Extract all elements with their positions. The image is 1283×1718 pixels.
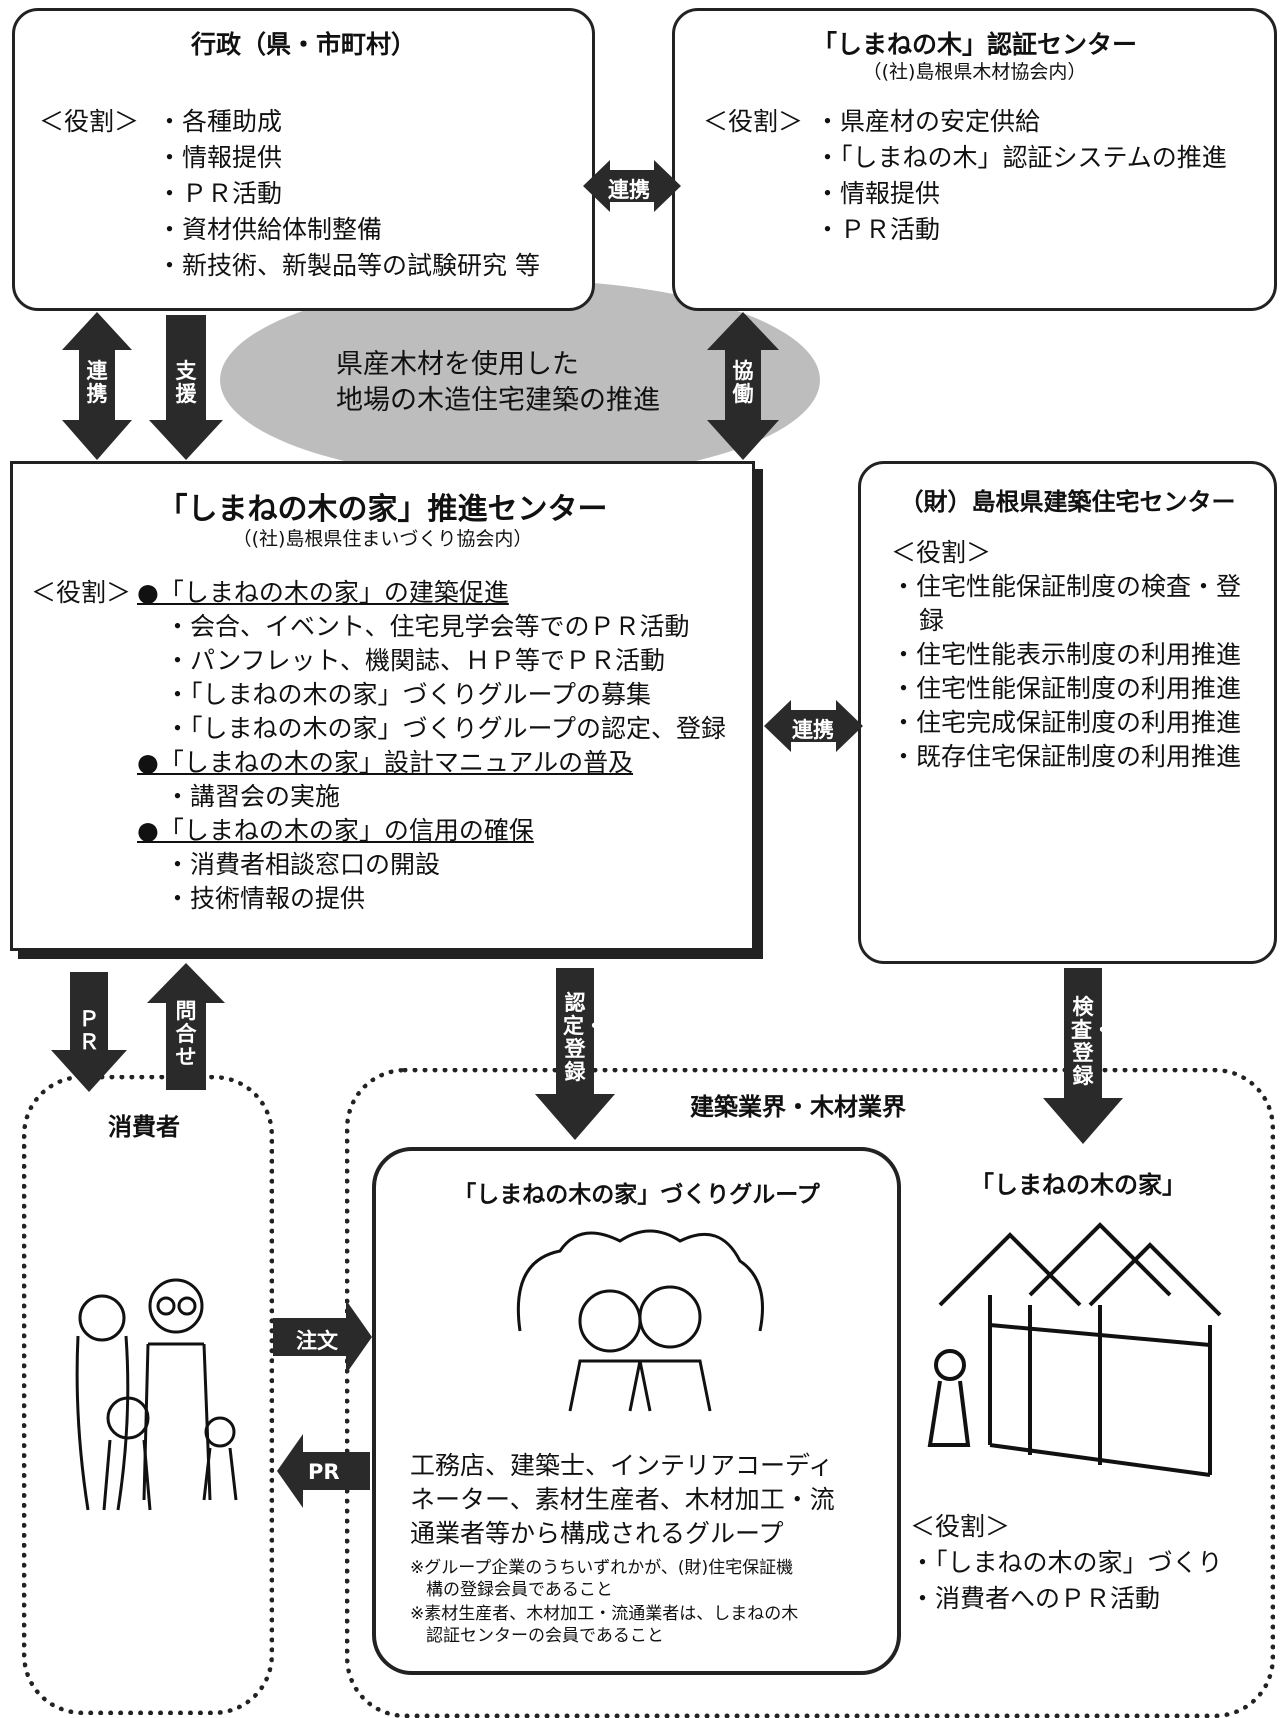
group-note: ※素材生産者、木材加工・流通業者は、しまねの木 bbox=[410, 1604, 799, 1624]
promotion-item: ・「しまねの木の家」づくりグループの募集 bbox=[165, 680, 652, 709]
house-role-label: ＜役割＞ bbox=[910, 1512, 1011, 1541]
industry-title: 建築業界・木材業界 bbox=[690, 1093, 906, 1121]
promotion-item: ・消費者相談窓口の開設 bbox=[165, 850, 441, 879]
house-item: ・「しまねの木の家」づくり bbox=[910, 1548, 1223, 1577]
family-illustration bbox=[75, 1278, 238, 1511]
housing-item: ・住宅性能保証制度の利用推進 bbox=[891, 674, 1242, 703]
renkei-top-arrow bbox=[583, 160, 681, 212]
certification-item: ・「しまねの木」認証システムの推進 bbox=[815, 143, 1227, 172]
shien-label: 支援 bbox=[175, 359, 197, 406]
government-item: ・各種助成 bbox=[157, 107, 283, 136]
renkei-mid-arrow bbox=[764, 700, 863, 752]
renkei-left-arrow bbox=[62, 312, 132, 460]
workers-illustration bbox=[516, 1229, 764, 1412]
promotion-section-heading: ●「しまねの木の家」設計マニュアルの普及 bbox=[137, 748, 634, 777]
group-description: ネーター、素材生産者、木材加工・流 bbox=[410, 1485, 835, 1514]
promotion-item: ・講習会の実施 bbox=[165, 782, 341, 811]
housing-item: ・住宅性能表示制度の利用推進 bbox=[891, 640, 1242, 669]
housing-center-box: （財）島根県建築住宅センター ＜役割＞ ・住宅性能保証制度の検査・登 録 ・住宅… bbox=[858, 461, 1277, 964]
order-label: 注文 bbox=[296, 1329, 338, 1353]
government-title: 行政（県・市町村） bbox=[190, 30, 416, 59]
house-item: ・消費者へのＰＲ活動 bbox=[910, 1584, 1161, 1613]
pr-down-arrow bbox=[51, 972, 127, 1092]
promotion-item: ・「しまねの木の家」づくりグループの認定、登録 bbox=[165, 714, 727, 743]
group-title: 「しまねの木の家」づくりグループ bbox=[453, 1182, 820, 1208]
pr-down-label: ＰＲ bbox=[78, 1007, 100, 1054]
certification-center-subtitle: （(社)島根県木材協会内） bbox=[862, 61, 1087, 83]
group-description: 通業者等から構成されるグループ bbox=[410, 1519, 784, 1548]
promotion-item: ・パンフレット、機関誌、ＨＰ等でＰＲ活動 bbox=[165, 646, 666, 675]
pr-left-arrow bbox=[277, 1434, 370, 1508]
group-note: 認証センターの会員であること bbox=[426, 1626, 664, 1646]
house-frame-illustration bbox=[927, 1222, 1222, 1477]
consumer-title: 消費者 bbox=[108, 1113, 180, 1141]
promotion-item: ・会合、イベント、住宅見学会等でのＰＲ活動 bbox=[165, 612, 690, 641]
cloud-text-line: 県産木材を使用した bbox=[336, 349, 579, 380]
housing-item: 録 bbox=[919, 606, 945, 635]
cloud-text-line: 地場の木造住宅建築の推進 bbox=[336, 385, 660, 416]
government-item: ・新技術、新製品等の試験研究 等 bbox=[157, 251, 540, 280]
certification-center-box: 「しまねの木」認証センター （(社)島根県木材協会内） ＜役割＞ ・県産材の安定… bbox=[672, 8, 1277, 311]
renkei-left-label: 連携 bbox=[86, 359, 108, 406]
order-arrow bbox=[273, 1300, 372, 1374]
housing-role-label: ＜役割＞ bbox=[891, 538, 992, 567]
housing-center-title: （財）島根県建築住宅センター bbox=[899, 488, 1236, 516]
promotion-center-title: 「しまねの木の家」推進センター bbox=[157, 492, 608, 527]
promotion-cloud bbox=[220, 280, 820, 480]
promotion-section-heading: ●「しまねの木の家」の建築促進 bbox=[137, 578, 509, 607]
kensa-label: 検査・登録 bbox=[1071, 995, 1113, 1088]
group-description: 工務店、建築士、インテリアコーディ bbox=[410, 1451, 834, 1480]
toiawase-arrow bbox=[147, 963, 225, 1090]
pr-left-label: PR bbox=[308, 1460, 340, 1484]
government-item: ・情報提供 bbox=[157, 143, 283, 172]
certification-role-label: ＜役割＞ bbox=[703, 107, 804, 136]
shien-arrow bbox=[149, 315, 223, 460]
promotion-role-label: ＜役割＞ bbox=[31, 578, 132, 607]
kyodo-arrow bbox=[707, 312, 779, 460]
promotion-center-box: 「しまねの木の家」推進センター （(社)島根県住まいづくり協会内） ＜役割＞ ●… bbox=[10, 461, 755, 951]
group-box: 「しまねの木の家」づくりグループ 工務店、建築士、インテリアコーディ ネーター、… bbox=[372, 1147, 901, 1675]
group-note: 構の登録会員であること bbox=[426, 1580, 613, 1600]
housing-item: ・住宅性能保証制度の検査・登 bbox=[891, 572, 1242, 601]
nintei-label: 認定・登録 bbox=[563, 991, 605, 1084]
government-item: ・ＰＲ活動 bbox=[157, 179, 283, 208]
renkei-top-label: 連携 bbox=[608, 178, 650, 202]
nintei-arrow bbox=[535, 968, 615, 1140]
renkei-mid-label: 連携 bbox=[792, 718, 834, 742]
government-item: ・資材供給体制整備 bbox=[157, 215, 383, 244]
house-title: 「しまねの木の家」 bbox=[970, 1171, 1186, 1199]
promotion-center-subtitle: （(社)島根県住まいづくり協会内） bbox=[232, 528, 533, 550]
kyodo-label: 協働 bbox=[732, 359, 754, 406]
government-box: 行政（県・市町村） ＜役割＞ ・各種助成 ・情報提供 ・ＰＲ活動 ・資材供給体制… bbox=[12, 8, 595, 311]
group-note: ※グループ企業のうちいずれかが、(財)住宅保証機 bbox=[410, 1558, 794, 1578]
promotion-item: ・技術情報の提供 bbox=[165, 884, 366, 913]
housing-item: ・住宅完成保証制度の利用推進 bbox=[891, 708, 1242, 737]
certification-item: ・ＰＲ活動 bbox=[815, 215, 941, 244]
government-role-label: ＜役割＞ bbox=[39, 107, 140, 136]
certification-item: ・情報提供 bbox=[815, 179, 941, 208]
kensa-arrow bbox=[1043, 968, 1123, 1144]
certification-center-title: 「しまねの木」認証センター bbox=[811, 30, 1137, 59]
certification-item: ・県産材の安定供給 bbox=[815, 107, 1041, 136]
promotion-section-heading: ●「しまねの木の家」の信用の確保 bbox=[137, 816, 534, 845]
toiawase-label: 問合せ bbox=[175, 999, 197, 1069]
housing-item: ・既存住宅保証制度の利用推進 bbox=[891, 742, 1242, 771]
